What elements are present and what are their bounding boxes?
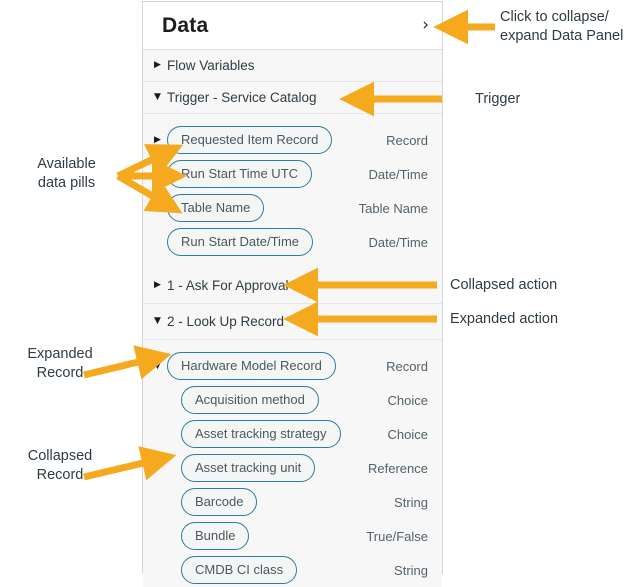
annotation-expanded-record: Expanded Record bbox=[5, 345, 115, 383]
data-pill-row[interactable]: ▸ Barcode String bbox=[143, 485, 442, 519]
chevron-right-icon[interactable]: › bbox=[422, 15, 429, 35]
annotation-expanded-action: Expanded action bbox=[450, 311, 559, 327]
group-row-flow-variables[interactable]: ▶ Flow Variables bbox=[143, 50, 442, 82]
annotation-line: Record bbox=[36, 467, 84, 483]
caret-down-icon[interactable]: ▼ bbox=[154, 360, 161, 371]
caret-right-icon[interactable]: ▶ bbox=[154, 134, 161, 145]
data-pill[interactable]: Requested Item Record bbox=[167, 126, 333, 154]
caret-placeholder: ▸ bbox=[154, 396, 167, 405]
data-pill[interactable]: Barcode bbox=[181, 488, 258, 516]
data-pill-type: String bbox=[394, 494, 428, 510]
data-pill[interactable]: Run Start Time UTC bbox=[167, 160, 313, 188]
group-label: 2 - Look Up Record bbox=[167, 314, 285, 329]
data-pill[interactable]: Bundle bbox=[181, 522, 250, 550]
annotation-trigger: Trigger bbox=[475, 91, 521, 107]
data-pill-row[interactable]: ▸ Run Start Date/Time Date/Time bbox=[143, 225, 442, 259]
data-pill-row[interactable]: ▸ CMDB CI class String bbox=[143, 553, 442, 587]
data-pill-type: Record bbox=[386, 132, 428, 148]
data-pill-type: Reference bbox=[368, 460, 428, 476]
data-panel-body: ▶ Flow Variables ▼ Trigger - Service Cat… bbox=[143, 50, 442, 587]
data-pill[interactable]: Asset tracking unit bbox=[181, 454, 316, 482]
annotation-line: Collapsed bbox=[27, 448, 93, 464]
data-pill-type: Choice bbox=[387, 426, 428, 442]
caret-down-icon[interactable]: ▼ bbox=[154, 316, 161, 326]
annotation-line: Expanded bbox=[27, 346, 93, 362]
caret-placeholder: ▸ bbox=[154, 498, 167, 507]
data-pill-row[interactable]: ▸ Asset tracking strategy Choice bbox=[143, 417, 442, 451]
data-pill-row[interactable]: ▸ Acquisition method Choice bbox=[143, 383, 442, 417]
data-pill[interactable]: Hardware Model Record bbox=[167, 352, 336, 380]
annotation-collapse-expand: Click to collapse/ expand Data Panel bbox=[500, 8, 623, 46]
caret-placeholder: ▸ bbox=[154, 430, 167, 439]
annotation-line: expand Data Panel bbox=[500, 28, 624, 44]
spacer bbox=[143, 114, 442, 123]
data-pill[interactable]: Run Start Date/Time bbox=[167, 228, 314, 256]
data-pill-row[interactable]: ▼ Hardware Model Record Record bbox=[143, 349, 442, 383]
data-pill-row[interactable]: ▶ Asset tracking unit Reference bbox=[143, 451, 442, 485]
data-pill-type: Date/Time bbox=[368, 166, 428, 182]
annotation-collapsed-record: Collapsed Record bbox=[5, 447, 115, 485]
data-panel-header: Data › bbox=[143, 2, 442, 50]
caret-placeholder: ▸ bbox=[154, 566, 167, 575]
data-pill-type: String bbox=[394, 562, 428, 578]
group-label: Trigger - Service Catalog bbox=[167, 90, 317, 105]
caret-placeholder: ▸ bbox=[154, 170, 167, 179]
data-pill-row[interactable]: ▸ Run Start Time UTC Date/Time bbox=[143, 157, 442, 191]
page-title: Data bbox=[162, 13, 209, 37]
caret-right-icon[interactable]: ▶ bbox=[154, 60, 161, 70]
annotation-line: Available bbox=[37, 156, 96, 172]
group-row-look-up-record[interactable]: ▼ 2 - Look Up Record bbox=[143, 304, 442, 340]
annotation-line: Click to collapse/ bbox=[500, 9, 609, 25]
data-pill[interactable]: Acquisition method bbox=[181, 386, 319, 414]
annotation-collapsed-action: Collapsed action bbox=[450, 277, 558, 293]
group-label: 1 - Ask For Approval bbox=[167, 278, 289, 293]
caret-placeholder: ▸ bbox=[154, 204, 167, 213]
spacer bbox=[143, 340, 442, 349]
data-pill-row[interactable]: ▶ Requested Item Record Record bbox=[143, 123, 442, 157]
group-row-trigger-service-catalog[interactable]: ▼ Trigger - Service Catalog bbox=[143, 82, 442, 114]
caret-right-icon[interactable]: ▶ bbox=[154, 462, 161, 473]
data-pill[interactable]: CMDB CI class bbox=[181, 556, 298, 584]
annotation-line: Record bbox=[36, 365, 84, 381]
annotation-available-data-pills: Available data pills bbox=[14, 155, 119, 193]
caret-right-icon[interactable]: ▶ bbox=[154, 280, 161, 290]
caret-down-icon[interactable]: ▼ bbox=[154, 92, 161, 102]
data-pill[interactable]: Table Name bbox=[167, 194, 265, 222]
data-panel: Data › ▶ Flow Variables ▼ Trigger - Serv… bbox=[142, 1, 443, 587]
caret-placeholder: ▸ bbox=[154, 238, 167, 247]
data-pill-row[interactable]: ▸ Bundle True/False bbox=[143, 519, 442, 553]
group-row-ask-for-approval[interactable]: ▶ 1 - Ask For Approval bbox=[143, 268, 442, 304]
data-pill-type: Date/Time bbox=[368, 234, 428, 250]
data-pill-type: Record bbox=[386, 358, 428, 374]
data-pill[interactable]: Asset tracking strategy bbox=[181, 420, 341, 448]
data-pill-type: True/False bbox=[366, 528, 428, 544]
caret-placeholder: ▸ bbox=[154, 532, 167, 541]
data-pill-type: Table Name bbox=[358, 200, 428, 216]
spacer bbox=[143, 259, 442, 268]
data-pill-row[interactable]: ▸ Table Name Table Name bbox=[143, 191, 442, 225]
data-pill-type: Choice bbox=[387, 392, 428, 408]
annotation-line: data pills bbox=[37, 175, 96, 191]
group-label: Flow Variables bbox=[167, 58, 255, 73]
